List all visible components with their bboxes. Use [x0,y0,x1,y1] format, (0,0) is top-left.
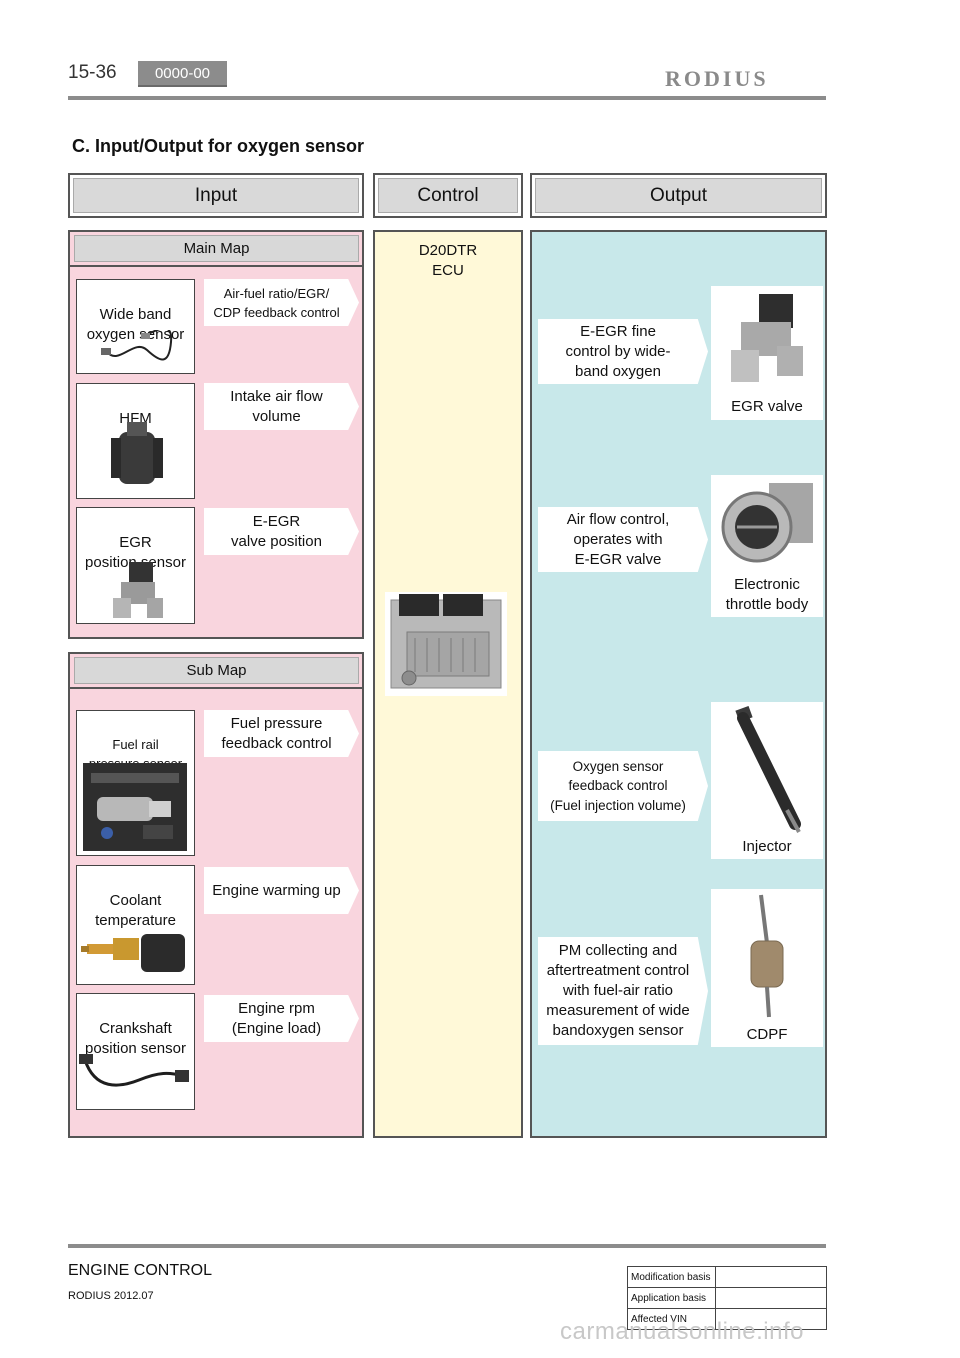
pm-collecting-signal: PM collecting and aftertreatment control… [538,937,708,1045]
throttle-body-box: Electronic throttle body [711,475,823,617]
ecu-image [385,592,507,696]
egr-sensor-image [113,562,163,618]
coolant-sensor-image [81,934,185,972]
egr-valve-position-signal: E-EGR valve position [204,508,359,555]
section-title: C. Input/Output for oxygen sensor [72,136,364,156]
injector-image [735,706,801,833]
cdpf-image [750,894,784,1018]
air-fuel-ratio-signal: Air-fuel ratio/EGR/ CDP feedback control [204,279,359,326]
throttle-body-label: Electronic throttle body [725,576,809,613]
fuel-pressure-feedback-signal: Fuel pressure feedback control [204,710,359,757]
hfm-sensor-box: HFM [76,383,195,499]
brand-logo: RODIUS [665,66,769,91]
main-map-divider [68,265,364,267]
section-code-badge: 0000-00 [138,61,227,87]
meta-label: Application basis [627,1287,716,1309]
injector-label: Injector [742,838,792,855]
air-flow-control-signal: Air flow control, operates with E-EGR va… [538,507,708,572]
sensor-label: Coolant temperature [95,892,176,929]
ecu-unit-graphic [390,594,502,689]
table-row: Modification basis [627,1266,827,1288]
intake-air-flow-signal: Intake air flow volume [204,383,359,430]
footer-subtitle: RODIUS 2012.07 [68,1290,154,1302]
sensor-label: EGR position sensor [85,534,186,571]
hfm-image [111,422,163,484]
engine-warming-signal: Engine warming up [204,867,359,914]
sub-map-title: Sub Map [74,657,359,684]
sensor-label: Crankshaft position sensor [85,1020,186,1057]
sensor-label: Wide band oxygen sensor [86,306,185,343]
control-header-label: Control [378,178,518,213]
ecu-label: D20DTR ECU [418,242,478,279]
footer-rule [68,1244,826,1248]
cdpf-box: CDPF [711,889,823,1047]
page-number: 15-36 [68,62,117,83]
revision-table: Modification basis Application basis Aff… [627,1266,827,1330]
egr-valve-box: EGR valve [711,286,823,420]
footer-title: ENGINE CONTROL [68,1262,213,1279]
control-column-header: Control [373,173,523,218]
coolant-temperature-sensor-box: Coolant temperature [76,865,195,985]
engine-rpm-signal: Engine rpm (Engine load) [204,995,359,1042]
crankshaft-sensor-image [79,1054,189,1087]
egr-valve-image [731,294,803,382]
table-row: Application basis [627,1287,827,1309]
egr-position-sensor-box: EGR position sensor [76,507,195,624]
meta-value [715,1308,827,1330]
crankshaft-position-sensor-box: Crankshaft position sensor [76,993,195,1110]
meta-value [715,1287,827,1309]
sub-map-divider [68,687,364,689]
oxygen-feedback-signal: Oxygen sensor feedback control (Fuel inj… [538,751,708,821]
oxygen-sensor-image [101,330,173,361]
egr-valve-label: EGR valve [731,398,803,415]
output-header-label: Output [535,178,822,213]
main-map-title: Main Map [74,235,359,262]
input-column-header: Input [68,173,364,218]
meta-label: Modification basis [627,1266,716,1288]
injector-box: Injector [711,702,823,859]
table-row: Affected VIN [627,1308,827,1330]
cdpf-label: CDPF [746,1026,788,1043]
watermark: carmanualsonline.info [560,1318,804,1345]
meta-value [715,1266,827,1288]
meta-label: Affected VIN [627,1308,716,1330]
output-column-header: Output [530,173,827,218]
header-rule [68,96,826,100]
fuel-rail-sensor-image [83,763,187,851]
fuel-rail-pressure-sensor-box: Fuel rail pressure sensor [76,710,195,856]
input-header-label: Input [73,178,359,213]
throttle-body-image [721,483,813,563]
egr-fine-control-signal: E-EGR fine control by wide- band oxygen [538,319,708,384]
wide-band-oxygen-sensor-box: Wide band oxygen sensor [76,279,195,374]
